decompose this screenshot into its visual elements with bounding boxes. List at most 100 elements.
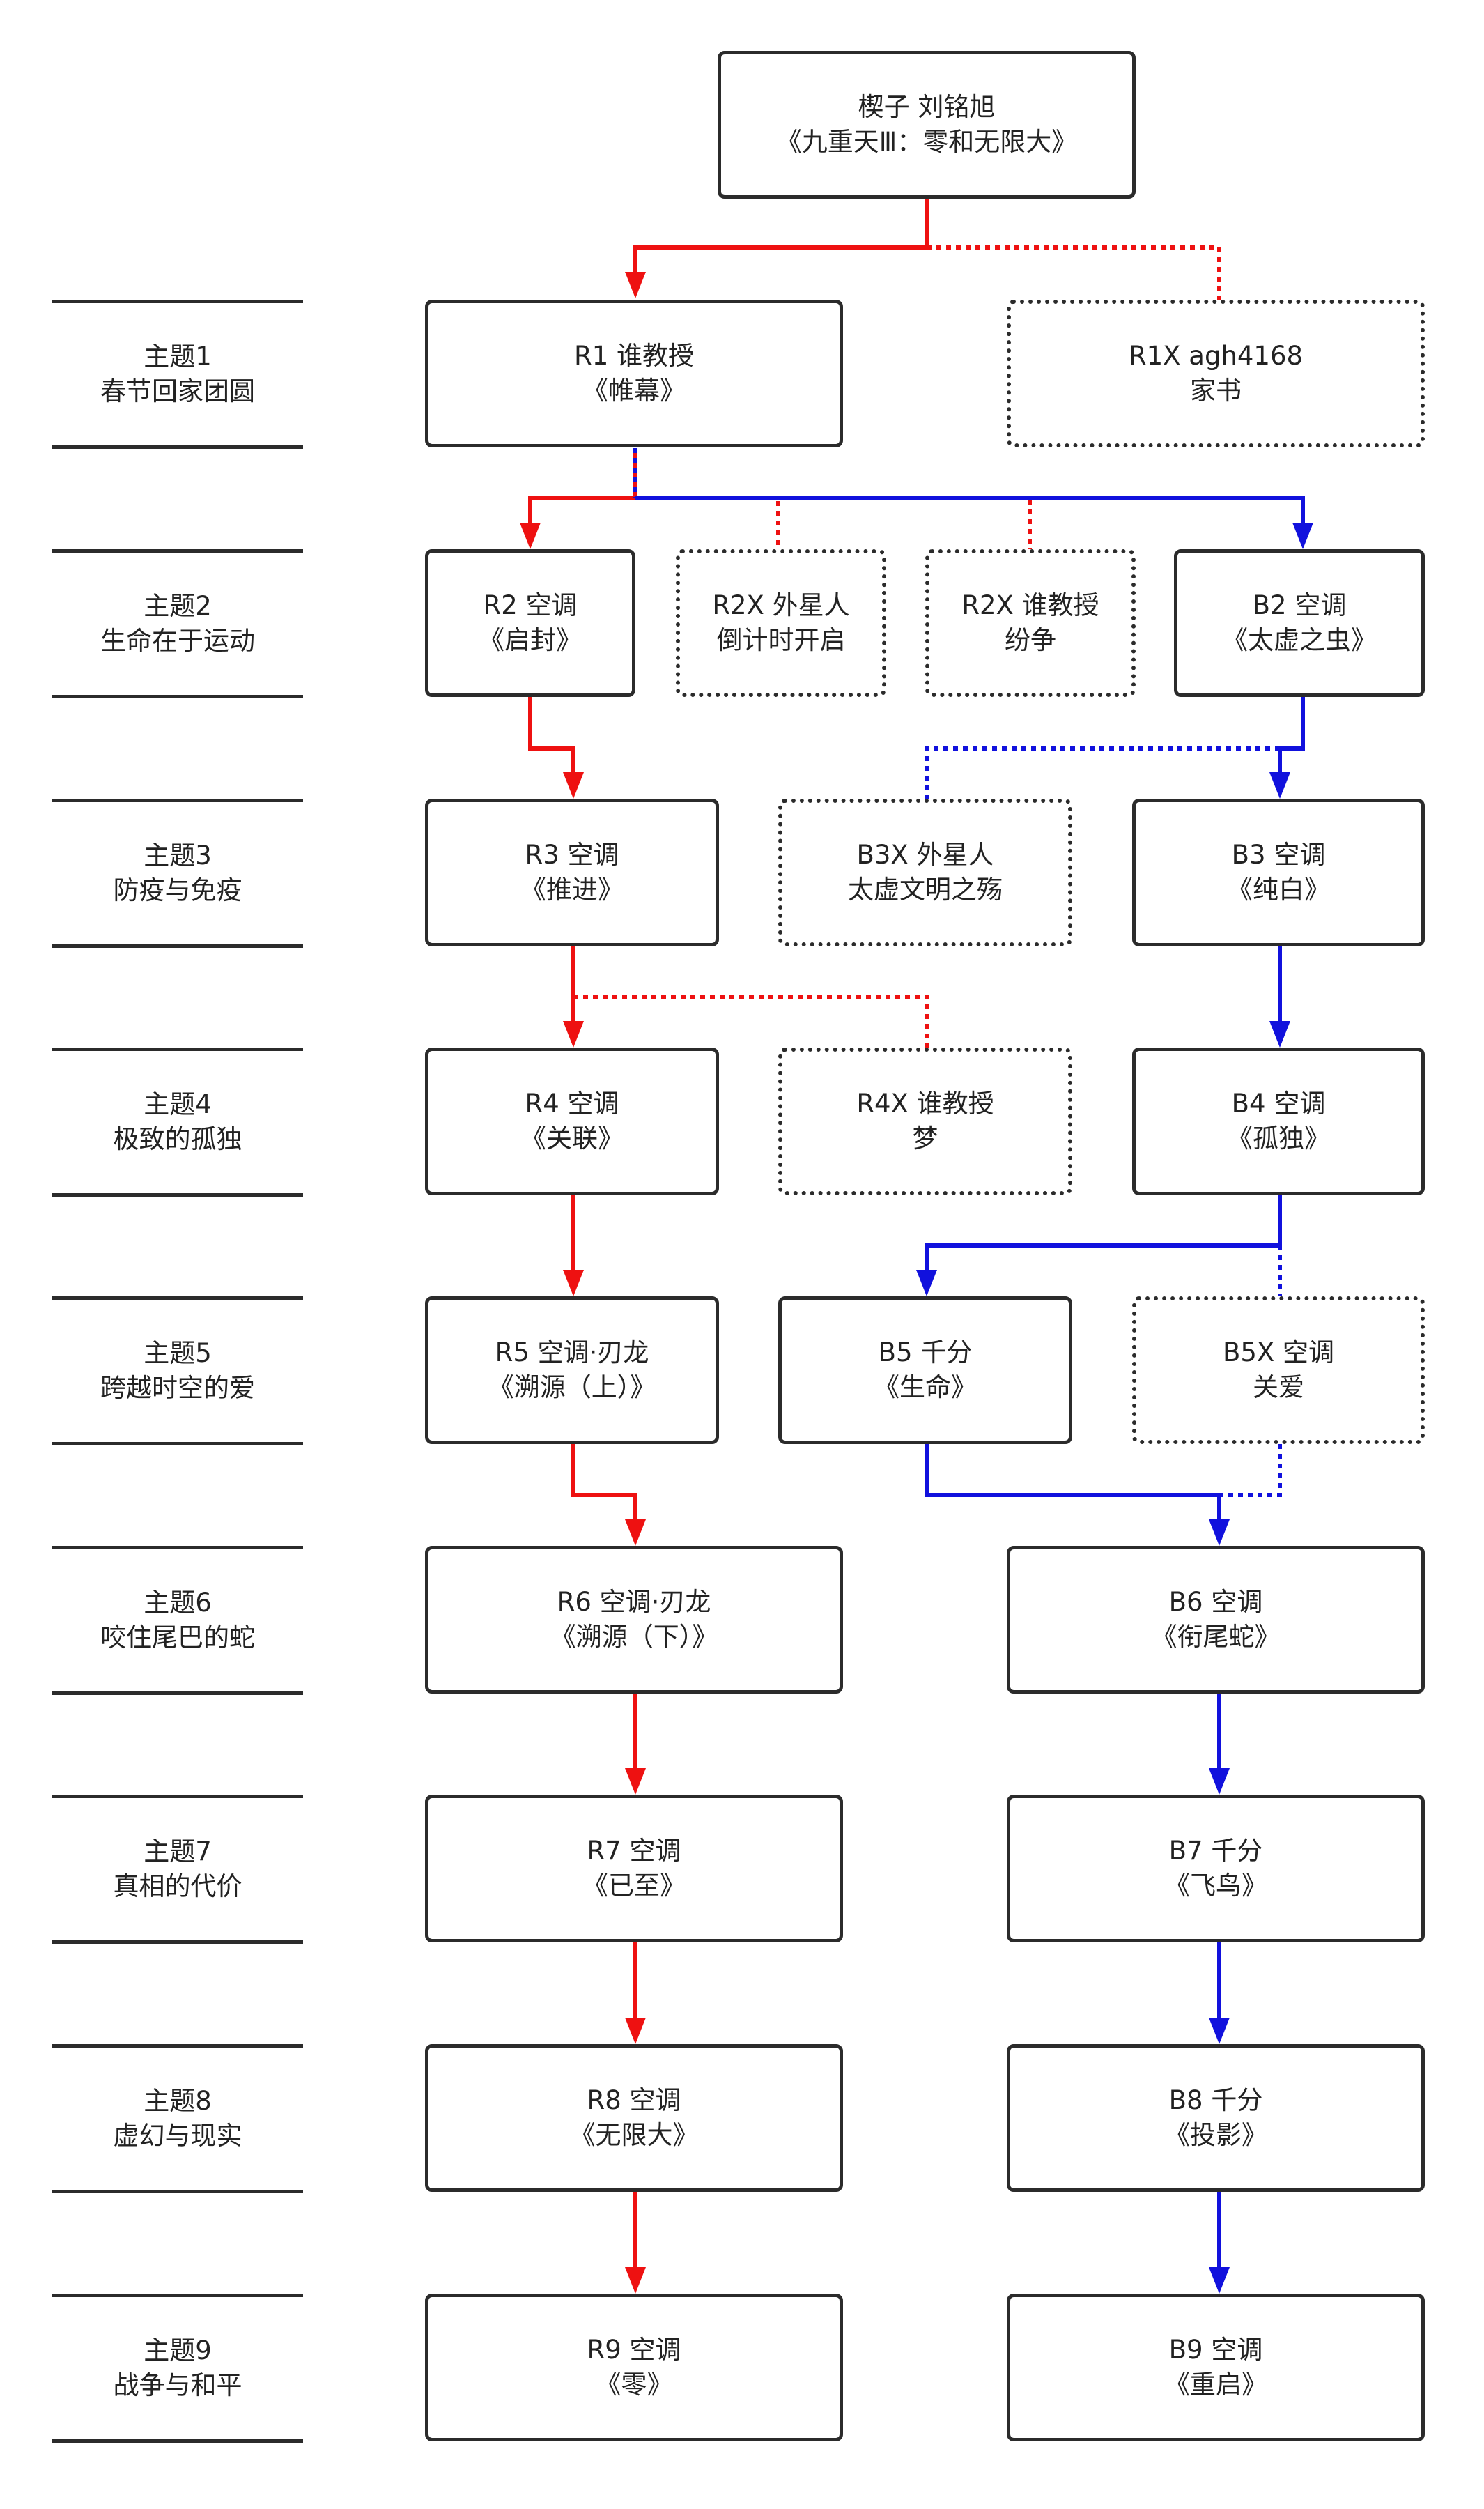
node-r1x: R1X agh4168 家书 bbox=[1007, 300, 1425, 447]
theme-3: 主题3 防疫与免疫 bbox=[52, 799, 303, 948]
theme-9: 主题9 战争与和平 bbox=[52, 2294, 303, 2443]
edge-b2-b3x bbox=[925, 746, 1280, 799]
node-title: 纷争 bbox=[1005, 625, 1056, 655]
node-author: R1X agh4168 bbox=[1128, 341, 1304, 371]
node-title: 《太虚之虫》 bbox=[1222, 625, 1377, 655]
theme-6: 主题6 咬住尾巴的蛇 bbox=[52, 1546, 303, 1695]
node-r2x-b: R2X 谁教授 纷争 bbox=[925, 549, 1136, 697]
node-title: 《飞鸟》 bbox=[1164, 1871, 1267, 1901]
theme-title: 咬住尾巴的蛇 bbox=[100, 1622, 255, 1652]
node-title: 《推进》 bbox=[520, 875, 624, 905]
arrowhead bbox=[1269, 1021, 1290, 1048]
arrowhead bbox=[625, 272, 646, 298]
theme-number: 主题9 bbox=[144, 2335, 212, 2365]
theme-title: 虚幻与现实 bbox=[113, 2121, 242, 2151]
node-title: 《投影》 bbox=[1164, 2120, 1267, 2150]
edge-root-r1x bbox=[927, 245, 1221, 300]
node-title: 梦 bbox=[912, 1123, 938, 1153]
edge-r1-b2 bbox=[635, 496, 1305, 523]
node-r1: R1 谁教授 《帷幕》 bbox=[425, 300, 843, 447]
node-title: 《帷幕》 bbox=[582, 376, 686, 406]
edge-b4-b5 bbox=[925, 1195, 1282, 1270]
node-r9: R9 空调 《零》 bbox=[425, 2294, 843, 2441]
node-title: 《生命》 bbox=[874, 1372, 977, 1402]
arrowhead bbox=[625, 1768, 646, 1795]
edge-r3-r4x bbox=[573, 995, 929, 1048]
theme-number: 主题6 bbox=[144, 1588, 212, 1618]
node-r7: R7 空调 《已至》 bbox=[425, 1795, 843, 1942]
theme-number: 主题4 bbox=[144, 1089, 212, 1119]
node-author: R4X 谁教授 bbox=[856, 1089, 994, 1119]
node-title: 关爱 bbox=[1253, 1372, 1304, 1402]
theme-number: 主题2 bbox=[144, 591, 212, 621]
node-b8: B8 千分 《投影》 bbox=[1007, 2044, 1425, 2192]
node-title: 《已至》 bbox=[582, 1871, 686, 1901]
edge-r1-r2x-a bbox=[635, 496, 780, 549]
node-author: B6 空调 bbox=[1168, 1587, 1263, 1617]
node-author: R2 空调 bbox=[483, 590, 578, 620]
node-author: R5 空调·刃龙 bbox=[495, 1337, 649, 1367]
node-author: B7 千分 bbox=[1168, 1836, 1263, 1866]
node-r5: R5 空调·刃龙 《溯源（上）》 bbox=[425, 1296, 719, 1444]
arrowhead bbox=[1292, 523, 1313, 549]
node-r2x-a: R2X 外星人 倒计时开启 bbox=[676, 549, 886, 697]
node-b4: B4 空调 《孤独》 bbox=[1132, 1048, 1425, 1195]
node-author: R7 空调 bbox=[587, 1836, 681, 1866]
edge-b5x-b6 bbox=[1219, 1444, 1282, 1497]
node-title: 《衔尾蛇》 bbox=[1151, 1622, 1281, 1652]
node-b3x: B3X 外星人 太虚文明之殇 bbox=[778, 799, 1072, 946]
node-b5x: B5X 空调 关爱 bbox=[1132, 1296, 1425, 1444]
arrowhead bbox=[1209, 1519, 1230, 1546]
theme-4: 主题4 极致的孤独 bbox=[52, 1048, 303, 1197]
node-title: 《孤独》 bbox=[1227, 1123, 1330, 1153]
node-author: R8 空调 bbox=[587, 2085, 681, 2115]
theme-8: 主题8 虚幻与现实 bbox=[52, 2044, 303, 2193]
node-r8: R8 空调 《无限大》 bbox=[425, 2044, 843, 2192]
root-node: 楔子 刘铭旭 《九重天Ⅲ：零和无限大》 bbox=[718, 51, 1136, 199]
node-author: B3X 外星人 bbox=[856, 840, 994, 870]
node-title: 《零》 bbox=[595, 2370, 673, 2400]
node-title: 《纯白》 bbox=[1227, 875, 1330, 905]
node-author: B5 千分 bbox=[878, 1337, 973, 1367]
theme-number: 主题7 bbox=[144, 1836, 212, 1866]
theme-title: 生命在于运动 bbox=[100, 626, 255, 656]
node-author: R3 空调 bbox=[525, 840, 619, 870]
theme-title: 真相的代价 bbox=[113, 1871, 242, 1901]
theme-title: 战争与和平 bbox=[113, 2370, 242, 2400]
node-b2: B2 空调 《太虚之虫》 bbox=[1174, 549, 1425, 697]
node-author: R2X 谁教授 bbox=[961, 590, 1099, 620]
node-title: 《重启》 bbox=[1164, 2370, 1267, 2400]
node-b5: B5 千分 《生命》 bbox=[778, 1296, 1072, 1444]
node-title: 《溯源（上）》 bbox=[488, 1372, 656, 1402]
node-b9: B9 空调 《重启》 bbox=[1007, 2294, 1425, 2441]
edge-b5-b6 bbox=[925, 1444, 1221, 1519]
arrowhead bbox=[563, 772, 584, 799]
theme-2: 主题2 生命在于运动 bbox=[52, 549, 303, 698]
edge-root-r1 bbox=[633, 197, 929, 272]
node-author: B9 空调 bbox=[1168, 2335, 1263, 2365]
node-b6: B6 空调 《衔尾蛇》 bbox=[1007, 1546, 1425, 1694]
node-author: R9 空调 bbox=[587, 2335, 681, 2365]
arrowhead bbox=[916, 1270, 937, 1296]
node-title: 《关联》 bbox=[520, 1123, 624, 1153]
node-r4x: R4X 谁教授 梦 bbox=[778, 1048, 1072, 1195]
node-r6: R6 空调·刃龙 《溯源（下）》 bbox=[425, 1546, 843, 1694]
theme-number: 主题8 bbox=[144, 2086, 212, 2116]
node-r4: R4 空调 《关联》 bbox=[425, 1048, 719, 1195]
arrowhead bbox=[1269, 772, 1290, 799]
theme-number: 主题3 bbox=[144, 841, 212, 870]
node-author: B5X 空调 bbox=[1222, 1337, 1335, 1367]
theme-5: 主题5 跨越时空的爱 bbox=[52, 1296, 303, 1445]
edge-r1-r2x-b bbox=[778, 496, 1032, 549]
node-author: B2 空调 bbox=[1252, 590, 1347, 620]
node-r3: R3 空调 《推进》 bbox=[425, 799, 719, 946]
node-author: B4 空调 bbox=[1231, 1089, 1326, 1119]
arrowhead bbox=[1209, 2267, 1230, 2294]
node-title: 倒计时开启 bbox=[716, 625, 846, 655]
node-b7: B7 千分 《飞鸟》 bbox=[1007, 1795, 1425, 1942]
arrowhead bbox=[1209, 1768, 1230, 1795]
theme-number: 主题5 bbox=[144, 1338, 212, 1368]
node-title: 太虚文明之殇 bbox=[848, 875, 1003, 905]
